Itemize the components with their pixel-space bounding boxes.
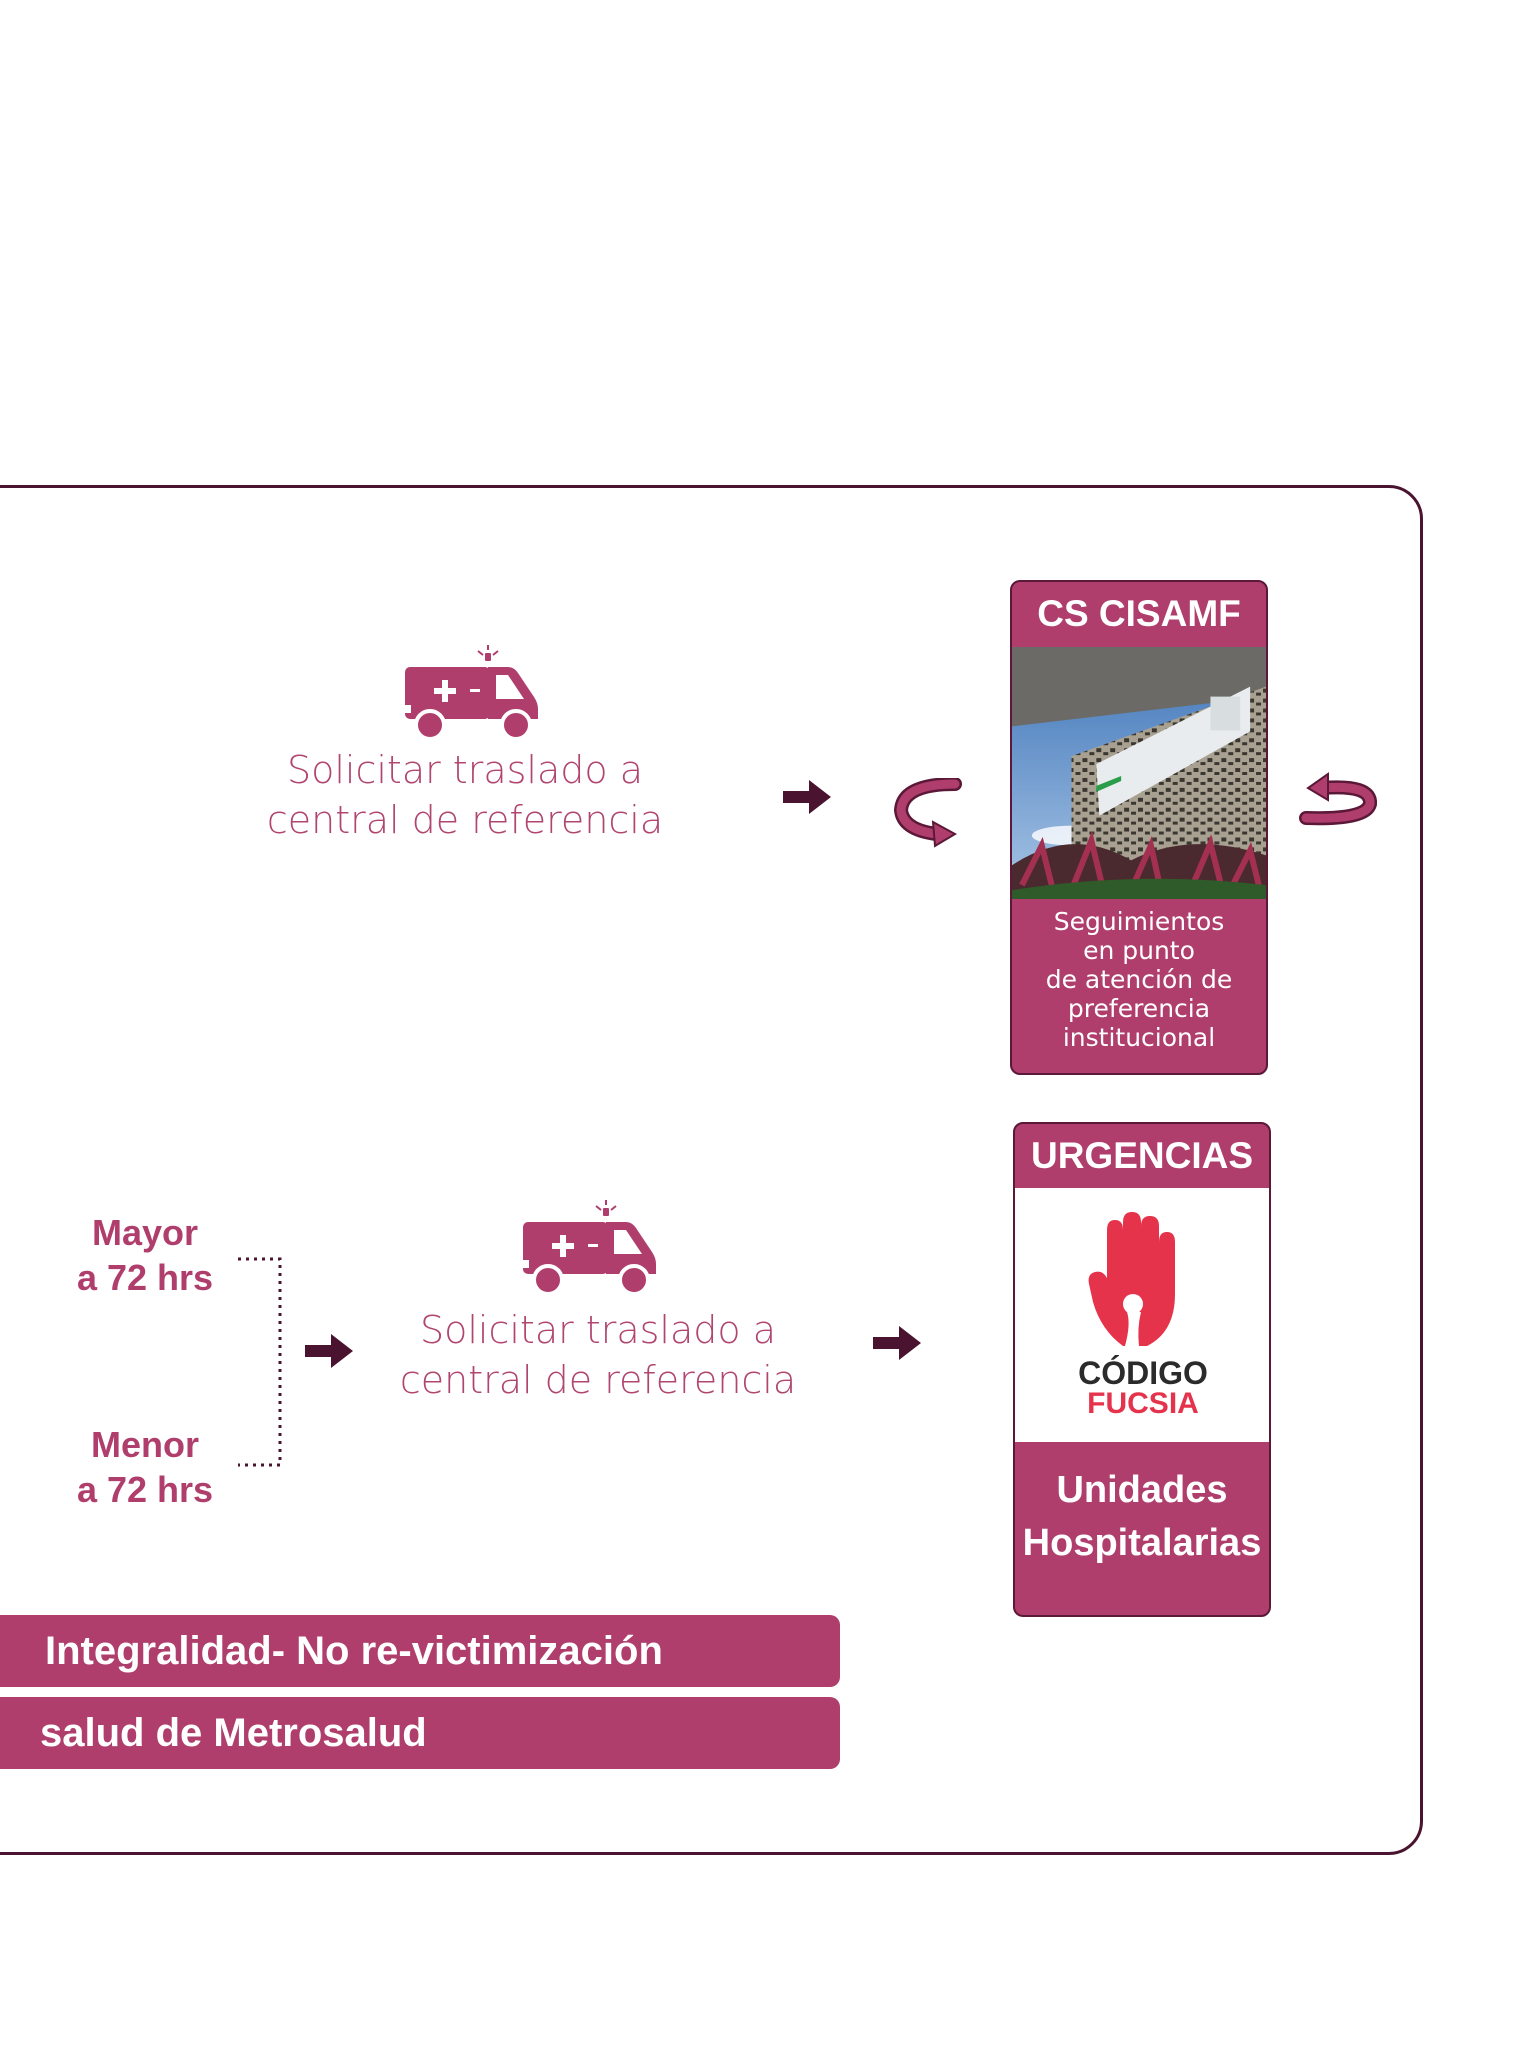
arrow-right-icon [783,780,831,814]
step-text-top-line1: Solicitar traslado a [286,748,643,792]
step-text-bottom-line1: Solicitar traslado a [419,1308,776,1352]
time-label-under-72: Menor a 72 hrs [60,1422,230,1512]
step-text-bottom: Solicitar traslado a central de referenc… [383,1305,813,1405]
caption-line: institucional [1062,1023,1216,1052]
logo-text-fucsia: FUCSIA [1087,1387,1199,1420]
ambulance-icon [523,1200,656,1295]
card-cisamf: CS CISAMF Seguimientos en punto de atenc… [1010,580,1268,1075]
dotted-bracket [238,1257,282,1467]
card-urgencias: URGENCIAS CÓDIGO FUCSIA Unidades Hospita… [1013,1122,1271,1617]
banner-metrosalud: salud de Metrosalud [0,1697,840,1769]
caption-line: en punto [1083,936,1195,965]
cycle-arrow-icon [1299,772,1377,826]
building-photo [1012,646,1266,900]
time-label-under-line2: a 72 hrs [76,1469,214,1510]
step-text-top-line2: central de referencia [266,798,664,842]
caption-line: preferencia [1067,994,1211,1023]
caption-line: Hospitalarias [1022,1522,1262,1564]
card-urgencias-caption: Unidades Hospitalarias [1015,1464,1269,1570]
card-urgencias-title: URGENCIAS [1030,1135,1254,1176]
hand-icon [1088,1212,1175,1346]
arrow-right-icon [305,1334,353,1368]
ambulance-icon [405,645,538,740]
diagram-frame [0,485,1423,1855]
time-label-over-line1: Mayor [91,1212,199,1253]
banner-integralidad: Integralidad- No re-victimización [0,1615,840,1687]
cycle-arrow-icon [893,778,962,848]
time-label-under-line1: Menor [91,1424,199,1465]
codigo-fucsia-logo: CÓDIGO FUCSIA [1015,1188,1269,1442]
step-text-top: Solicitar traslado a central de referenc… [250,745,680,845]
card-cisamf-title: CS CISAMF [1037,593,1241,634]
caption-line: Seguimientos [1053,907,1225,936]
arrow-right-icon [873,1326,921,1360]
logo-text-codigo: CÓDIGO [1078,1355,1208,1391]
step-text-bottom-line2: central de referencia [399,1358,797,1402]
card-cisamf-caption: Seguimientos en punto de atención de pre… [1012,907,1266,1052]
caption-line: de atención de [1045,965,1233,994]
time-label-over-line2: a 72 hrs [76,1257,214,1298]
caption-line: Unidades [1056,1469,1228,1511]
time-label-over-72: Mayor a 72 hrs [60,1210,230,1300]
